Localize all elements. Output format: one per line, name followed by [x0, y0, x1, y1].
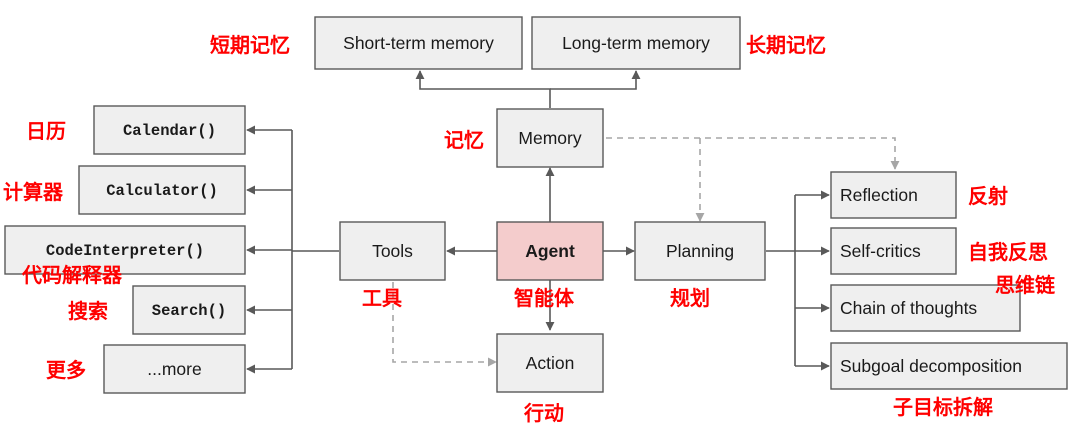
planning-label: Planning	[666, 241, 734, 261]
tool-more-box: ...more	[103, 344, 246, 394]
agent-box: Agent	[496, 221, 604, 281]
agent-label: Agent	[525, 241, 575, 261]
memory-to-reflection-dashed-arrow	[606, 137, 900, 170]
tools-box: Tools	[339, 221, 446, 281]
agent-zh: 智能体	[514, 286, 575, 310]
action-box: Action	[496, 333, 604, 393]
action-zh: 行动	[523, 401, 564, 425]
tool-calendar-box: Calendar()	[93, 105, 246, 155]
connectors	[246, 70, 900, 374]
memory-box: Memory	[496, 108, 604, 168]
short-term-memory-zh: 短期记忆	[210, 33, 290, 57]
tools-zh: 工具	[362, 286, 402, 310]
subgoal-zh: 子目标拆解	[893, 395, 993, 419]
short-term-memory-box: Short-term memory	[314, 16, 523, 70]
tool-code-interpreter-label: CodeInterpreter()	[46, 242, 204, 260]
plan-subgoal-label: Subgoal decomposition	[840, 356, 1022, 376]
action-label: Action	[526, 353, 575, 373]
tool-calendar-label: Calendar()	[123, 122, 216, 140]
more-zh: 更多	[46, 358, 86, 382]
plan-reflection-label: Reflection	[840, 185, 918, 205]
calculator-zh: 计算器	[3, 180, 64, 204]
tools-to-action-dashed-arrow	[392, 282, 497, 367]
plan-self-critics-box: Self-critics	[830, 227, 957, 275]
code-interpreter-zh: 代码解释器	[21, 263, 123, 287]
search-zh: 搜索	[68, 299, 108, 323]
tools-trunk-line	[291, 130, 339, 369]
tool-more-label: ...more	[147, 359, 201, 379]
reflection-zh: 反射	[968, 184, 1008, 208]
chinese-annotations: 短期记忆 长期记忆 记忆 日历 计算器 代码解释器 搜索 更多 工具 智能体 规…	[3, 33, 1056, 425]
memory-to-long-term-arrow	[550, 70, 641, 90]
plan-reflection-box: Reflection	[830, 171, 957, 219]
tools-label: Tools	[372, 241, 413, 261]
planning-box: Planning	[634, 221, 766, 281]
plan-self-critics-label: Self-critics	[840, 241, 921, 261]
tool-calculator-box: Calculator()	[78, 165, 246, 215]
tool-search-label: Search()	[152, 302, 226, 320]
short-term-memory-label: Short-term memory	[343, 33, 494, 53]
plan-chain-of-thoughts-label: Chain of thoughts	[840, 298, 977, 318]
chain-of-thoughts-zh: 思维链	[995, 273, 1056, 297]
tool-search-box: Search()	[132, 285, 246, 335]
memory-to-short-term-arrow	[415, 70, 551, 108]
tool-calculator-label: Calculator()	[106, 182, 218, 200]
long-term-memory-box: Long-term memory	[531, 16, 741, 70]
planning-trunk-line	[766, 195, 796, 366]
memory-zh: 记忆	[444, 128, 484, 152]
calendar-zh: 日历	[26, 119, 66, 143]
self-critics-zh: 自我反思	[968, 240, 1048, 264]
plan-chain-of-thoughts-box: Chain of thoughts	[830, 284, 1021, 332]
long-term-memory-label: Long-term memory	[562, 33, 710, 53]
tool-code-interpreter-box: CodeInterpreter()	[4, 225, 246, 275]
planning-zh: 规划	[670, 286, 710, 310]
memory-label: Memory	[518, 128, 581, 148]
plan-subgoal-box: Subgoal decomposition	[830, 342, 1068, 390]
long-term-memory-zh: 长期记忆	[746, 33, 826, 57]
